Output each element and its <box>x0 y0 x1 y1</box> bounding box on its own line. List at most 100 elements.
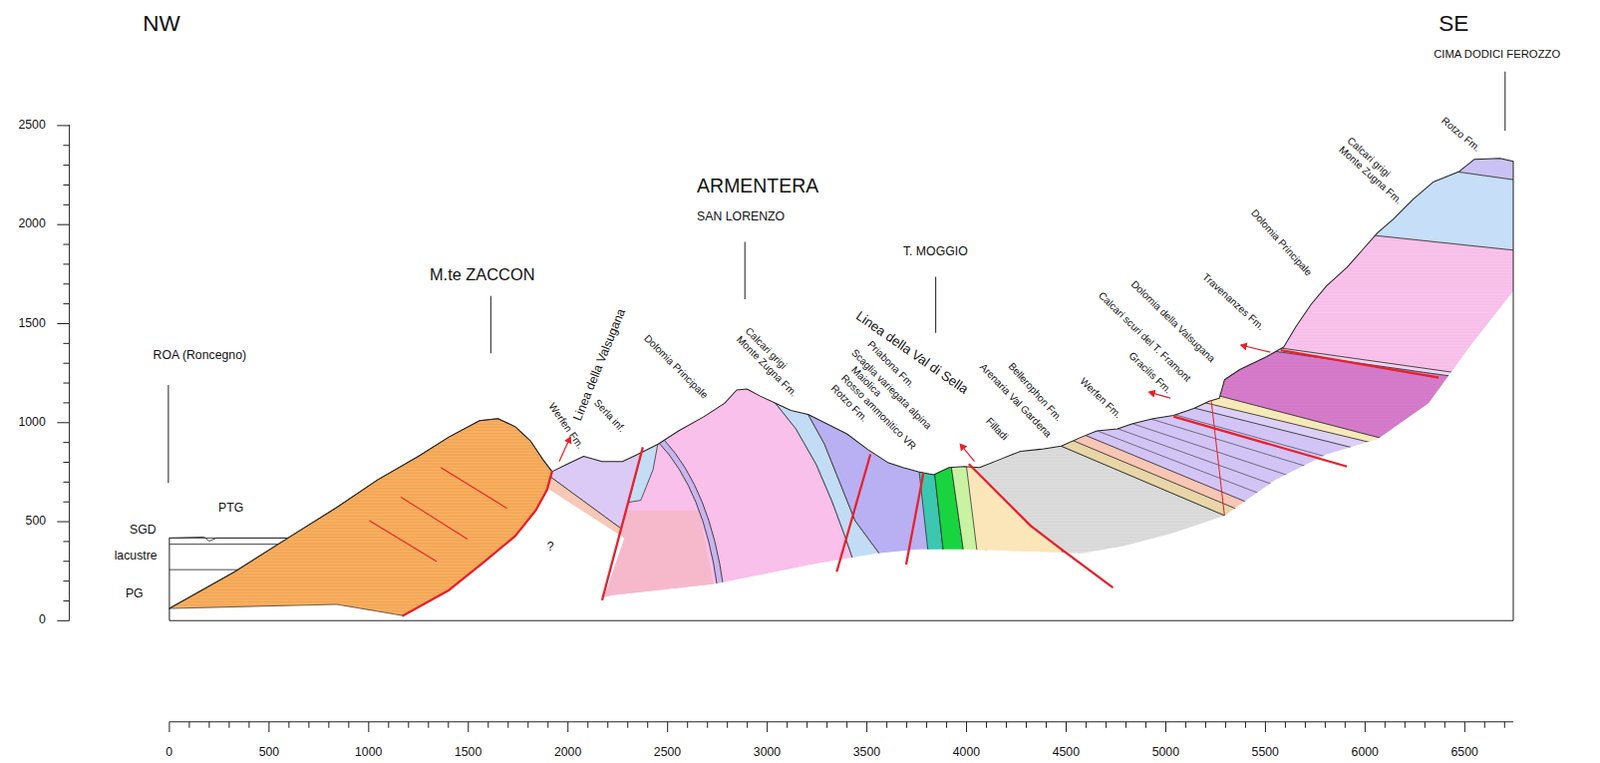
x-tick <box>1384 721 1386 728</box>
x-tick <box>926 721 928 728</box>
y-tick <box>62 303 69 305</box>
x-tick <box>726 721 728 728</box>
contact-line <box>1020 357 1514 477</box>
y-tick <box>56 322 69 324</box>
x-tick <box>846 721 848 728</box>
x-tick <box>587 721 589 728</box>
fault-line <box>1173 416 1347 467</box>
x-tick <box>188 721 190 728</box>
x-tick <box>1504 721 1506 728</box>
strata-band <box>1020 0 1514 180</box>
axis-number: 3000 <box>753 745 781 760</box>
y-tick <box>62 501 69 503</box>
bedding-line <box>1020 400 1514 592</box>
x-tick <box>706 721 708 728</box>
axis-number: 1500 <box>17 316 45 330</box>
x-tick <box>288 721 290 728</box>
contact-line <box>1020 363 1514 488</box>
locality-marker <box>167 384 169 483</box>
formation-label: Dolomia della Valsugana <box>1128 278 1218 365</box>
unit-label: SGD <box>129 523 157 538</box>
y-tick <box>62 184 69 186</box>
joint-line <box>369 520 438 562</box>
formation-label: Travenanzes Fm. <box>1200 271 1268 333</box>
x-tick <box>1065 721 1067 732</box>
x-tick <box>447 721 449 728</box>
formation-label: Calcari grigi Monte Zugna Fm. <box>1336 134 1414 208</box>
contact-line <box>1020 428 1514 639</box>
x-tick <box>407 721 409 728</box>
x-tick <box>1404 721 1406 728</box>
x-tick <box>1145 721 1147 728</box>
frame-line <box>1512 161 1514 622</box>
x-tick <box>1225 721 1227 728</box>
axis-number: 4500 <box>1052 745 1080 760</box>
x-tick <box>527 721 529 728</box>
axis-number: 3500 <box>853 745 881 760</box>
x-tick <box>228 721 230 728</box>
direction-label: NW <box>142 9 181 36</box>
formation-label: Dolomia Principale <box>641 331 711 401</box>
y-tick <box>62 401 69 403</box>
axis-number: 1000 <box>17 415 45 430</box>
contact-line <box>1020 418 1514 626</box>
x-tick <box>387 721 389 728</box>
y-tick <box>62 540 69 542</box>
frame-line <box>169 620 1514 622</box>
dolomia-lower <box>602 510 715 603</box>
x-tick <box>507 721 509 728</box>
unit-label: PG <box>125 587 144 602</box>
x-tick <box>1165 721 1167 732</box>
locality-marker <box>935 276 937 332</box>
y-tick <box>62 362 69 364</box>
topographic-profile <box>169 158 1514 609</box>
x-tick <box>906 721 908 728</box>
axis-number: 500 <box>259 745 281 760</box>
thin-band <box>657 439 724 587</box>
x-tick <box>965 721 967 732</box>
axis-number: 1000 <box>354 745 382 760</box>
formation-label: Dolomia Principale <box>1249 207 1315 279</box>
x-tick <box>268 721 270 732</box>
x-tick <box>567 721 569 732</box>
x-tick <box>1045 721 1047 728</box>
formation-label: Serla inf. <box>591 396 628 435</box>
x-tick <box>1364 721 1366 732</box>
unit-label: ? <box>547 539 555 554</box>
contact-line <box>1020 315 1514 385</box>
bedding-line <box>1020 385 1514 550</box>
axis-number: 2500 <box>653 745 681 760</box>
y-tick <box>62 204 69 206</box>
x-tick <box>627 721 629 728</box>
locality-marker <box>744 242 746 300</box>
x-tick <box>1245 721 1247 728</box>
x-tick <box>1424 721 1426 728</box>
x-tick <box>1085 721 1087 728</box>
y-tick <box>62 600 69 602</box>
axis-number: 1500 <box>454 745 482 760</box>
joint-line <box>400 496 468 539</box>
ground-surface <box>169 536 294 541</box>
fault-line <box>402 471 552 616</box>
x-tick <box>1444 721 1446 728</box>
x-tick <box>786 721 788 728</box>
contact-line <box>1020 343 1514 473</box>
x-tick <box>347 721 349 728</box>
section-units <box>541 0 1514 639</box>
axis-number: 0 <box>38 613 46 628</box>
formation-label: Calcari grigi Monte Zugna Fm. <box>734 323 810 399</box>
x-tick <box>1205 721 1207 728</box>
unit-label: PTG <box>218 501 244 516</box>
direction-label: SE <box>1438 9 1469 36</box>
x-tick <box>1464 721 1466 732</box>
y-tick <box>62 144 69 146</box>
y-tick <box>62 244 69 246</box>
formation-label: SAN LORENZO <box>696 210 785 225</box>
x-tick <box>208 721 210 728</box>
x-tick <box>168 721 170 732</box>
y-tick <box>62 263 69 265</box>
x-tick <box>1284 721 1286 728</box>
y-tick <box>62 283 69 285</box>
formation-label: M.te ZACCON <box>429 266 536 286</box>
y-tick <box>62 342 69 344</box>
